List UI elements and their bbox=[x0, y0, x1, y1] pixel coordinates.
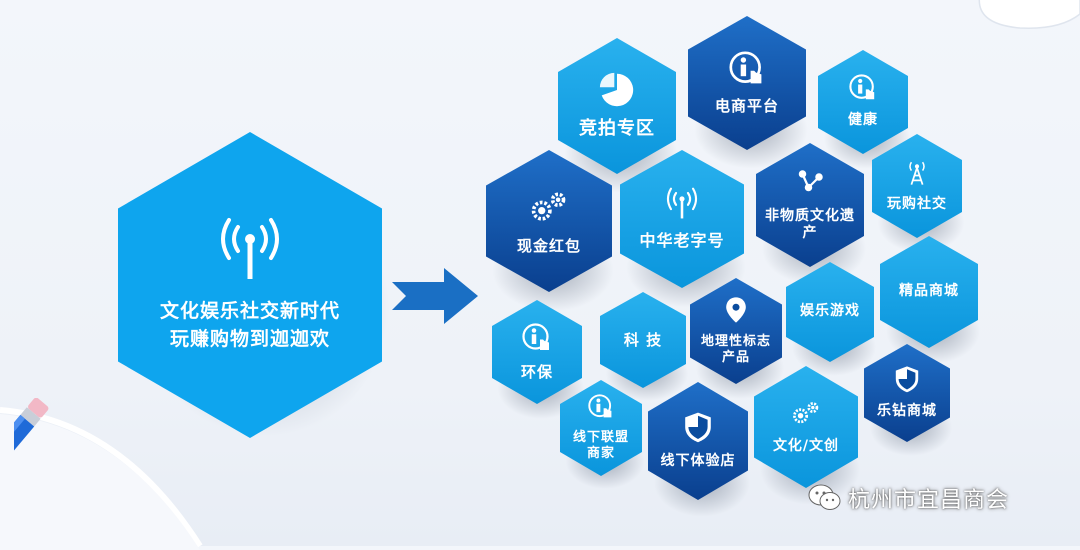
pie-chart-icon bbox=[599, 72, 635, 112]
gears-icon bbox=[529, 187, 569, 231]
hexagon-auction: 竞拍专区 bbox=[558, 38, 676, 174]
main-title-line2: 玩赚购物到迦迦欢 bbox=[169, 328, 330, 350]
hexagon-entertainment-games: 娱乐游戏 bbox=[786, 262, 874, 362]
hexagon-offline-store: 线下体验店 bbox=[648, 382, 748, 500]
gears-icon bbox=[791, 398, 821, 432]
hexagon-label: 线下体验店 bbox=[660, 453, 736, 470]
share-nodes-icon bbox=[795, 168, 825, 202]
hexagon-label: 娱乐游戏 bbox=[800, 303, 860, 320]
hexagon-health: 健康 bbox=[818, 50, 908, 154]
antenna-icon bbox=[221, 217, 279, 279]
hexagon-geo-products: 地理性标志产品 bbox=[690, 278, 782, 384]
hexagon-label: 科 技 bbox=[623, 330, 663, 349]
arrow-right-icon bbox=[392, 268, 478, 324]
hexagon-label: 乐钻商城 bbox=[877, 403, 937, 420]
info-hand-icon bbox=[729, 51, 765, 91]
hexagon-time-honored-brand: 中华老字号 bbox=[620, 150, 744, 288]
hexagon-intangible-heritage: 非物质文化遗产 bbox=[756, 143, 864, 267]
info-hand-icon bbox=[522, 323, 552, 357]
info-hand-icon bbox=[588, 394, 614, 424]
hexagon-label: 中华老字号 bbox=[639, 231, 725, 250]
hexagon-culture-creative: 文化/文创 bbox=[754, 366, 858, 488]
shield-icon bbox=[682, 411, 714, 447]
hexagon-label: 现金红包 bbox=[516, 236, 581, 255]
hexagon-label: 文化/文创 bbox=[772, 438, 840, 455]
hexagon-label: 健康 bbox=[848, 112, 878, 129]
pencil-icon bbox=[14, 398, 49, 511]
hexagon-cash-red-packet: 现金红包 bbox=[486, 150, 612, 292]
hexagon-diamond-mall: 乐钻商城 bbox=[864, 344, 950, 442]
hexagon-play-shop-social: 玩购社交 bbox=[872, 134, 962, 238]
hexagon-technology: 科 技 bbox=[600, 292, 686, 388]
hexagon-boutique-mall: 精品商城 bbox=[880, 236, 978, 348]
hexagon-offline-alliance: 线下联盟商家 bbox=[560, 380, 642, 476]
hexagon-label: 电商平台 bbox=[714, 96, 779, 115]
hexagon-label: 竞拍专区 bbox=[579, 117, 655, 139]
hexagon-label: 非物质文化遗产 bbox=[765, 207, 855, 242]
info-hand-icon bbox=[849, 74, 877, 106]
main-hexagon: 文化娱乐社交新时代 玩赚购物到迦迦欢 bbox=[118, 132, 382, 438]
hexagon-label: 地理性标志产品 bbox=[700, 333, 771, 365]
hexagon-ecommerce: 电商平台 bbox=[688, 16, 806, 150]
watermark: 杭州市宜昌商会 bbox=[808, 482, 1009, 514]
location-pin-icon bbox=[722, 296, 750, 328]
hexagon-environment: 环保 bbox=[492, 300, 582, 404]
antenna-icon bbox=[665, 187, 699, 225]
hexagon-label: 玩购社交 bbox=[887, 196, 947, 213]
signal-tower-icon bbox=[903, 158, 931, 190]
hexagon-label: 环保 bbox=[520, 362, 553, 381]
main-title-line1: 文化娱乐社交新时代 bbox=[159, 299, 340, 322]
shield-icon bbox=[893, 365, 921, 397]
hexagon-label: 精品商城 bbox=[899, 283, 959, 300]
hexagon-label: 线下联盟商家 bbox=[572, 429, 629, 461]
speech-bubble-decoration bbox=[978, 0, 1080, 29]
watermark-text: 杭州市宜昌商会 bbox=[848, 488, 1010, 513]
wechat-icon bbox=[808, 484, 841, 510]
